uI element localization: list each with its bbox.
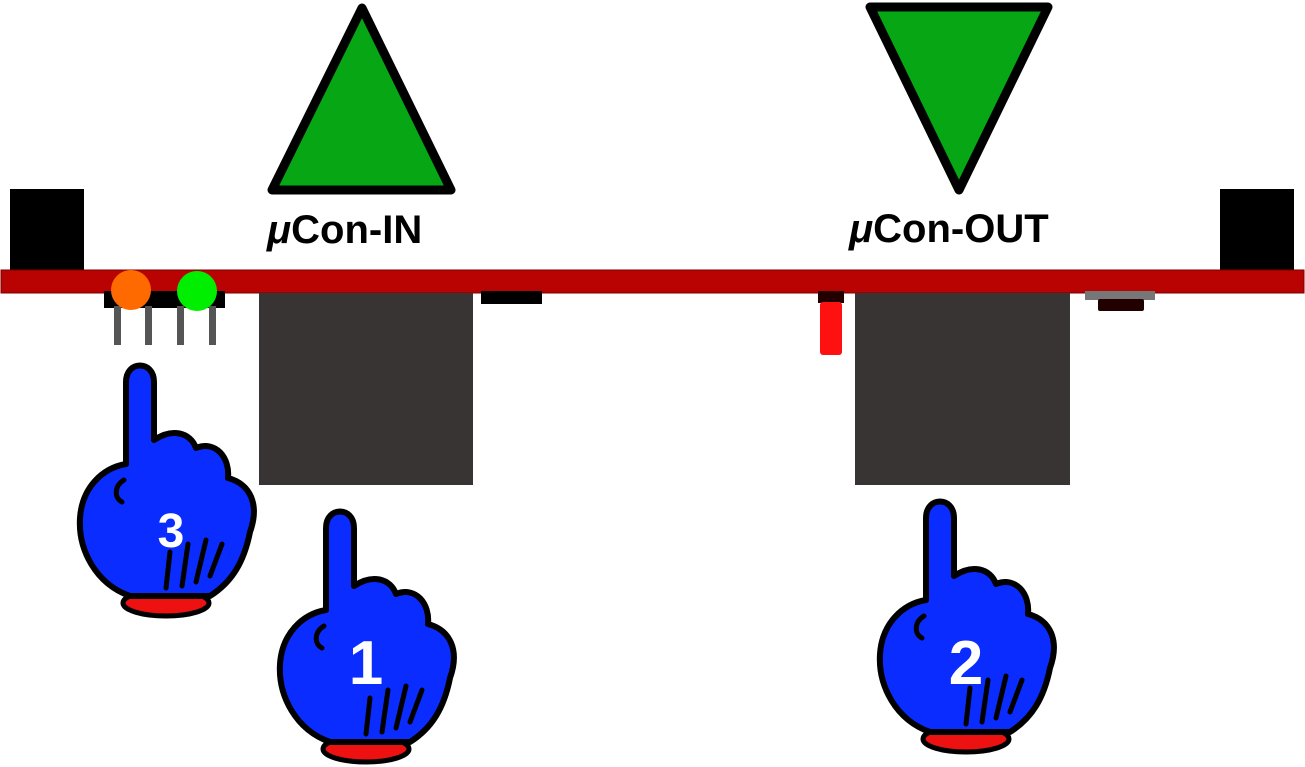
grey-component <box>1085 291 1155 311</box>
label-in-mu: μ <box>266 208 291 252</box>
left-end-block <box>10 189 84 271</box>
right-end-block <box>1220 189 1294 271</box>
red-component <box>818 291 844 355</box>
output-arrow-down <box>865 2 1053 195</box>
smd-component <box>481 291 542 304</box>
label-mucon-in: μCon-IN <box>266 208 422 252</box>
hand-pointer-2: 2 <box>880 502 1054 753</box>
hand-number-2: 2 <box>949 629 983 698</box>
hand-number-3: 3 <box>158 505 185 558</box>
label-mucon-out: μCon-OUT <box>848 207 1049 251</box>
led-green <box>177 271 217 311</box>
connector-module-out <box>855 293 1070 485</box>
led-orange <box>111 270 151 310</box>
connector-module-in <box>259 293 473 485</box>
label-in-suffix: Con-IN <box>291 208 422 252</box>
circuit-board <box>0 269 1305 294</box>
hand-pointer-3: 3 <box>80 366 254 617</box>
hand-pointer-1: 1 <box>280 512 454 763</box>
label-out-mu: μ <box>848 207 873 251</box>
label-out-suffix: Con-OUT <box>873 207 1049 251</box>
input-arrow-up <box>267 3 456 195</box>
hand-number-1: 1 <box>349 629 383 698</box>
